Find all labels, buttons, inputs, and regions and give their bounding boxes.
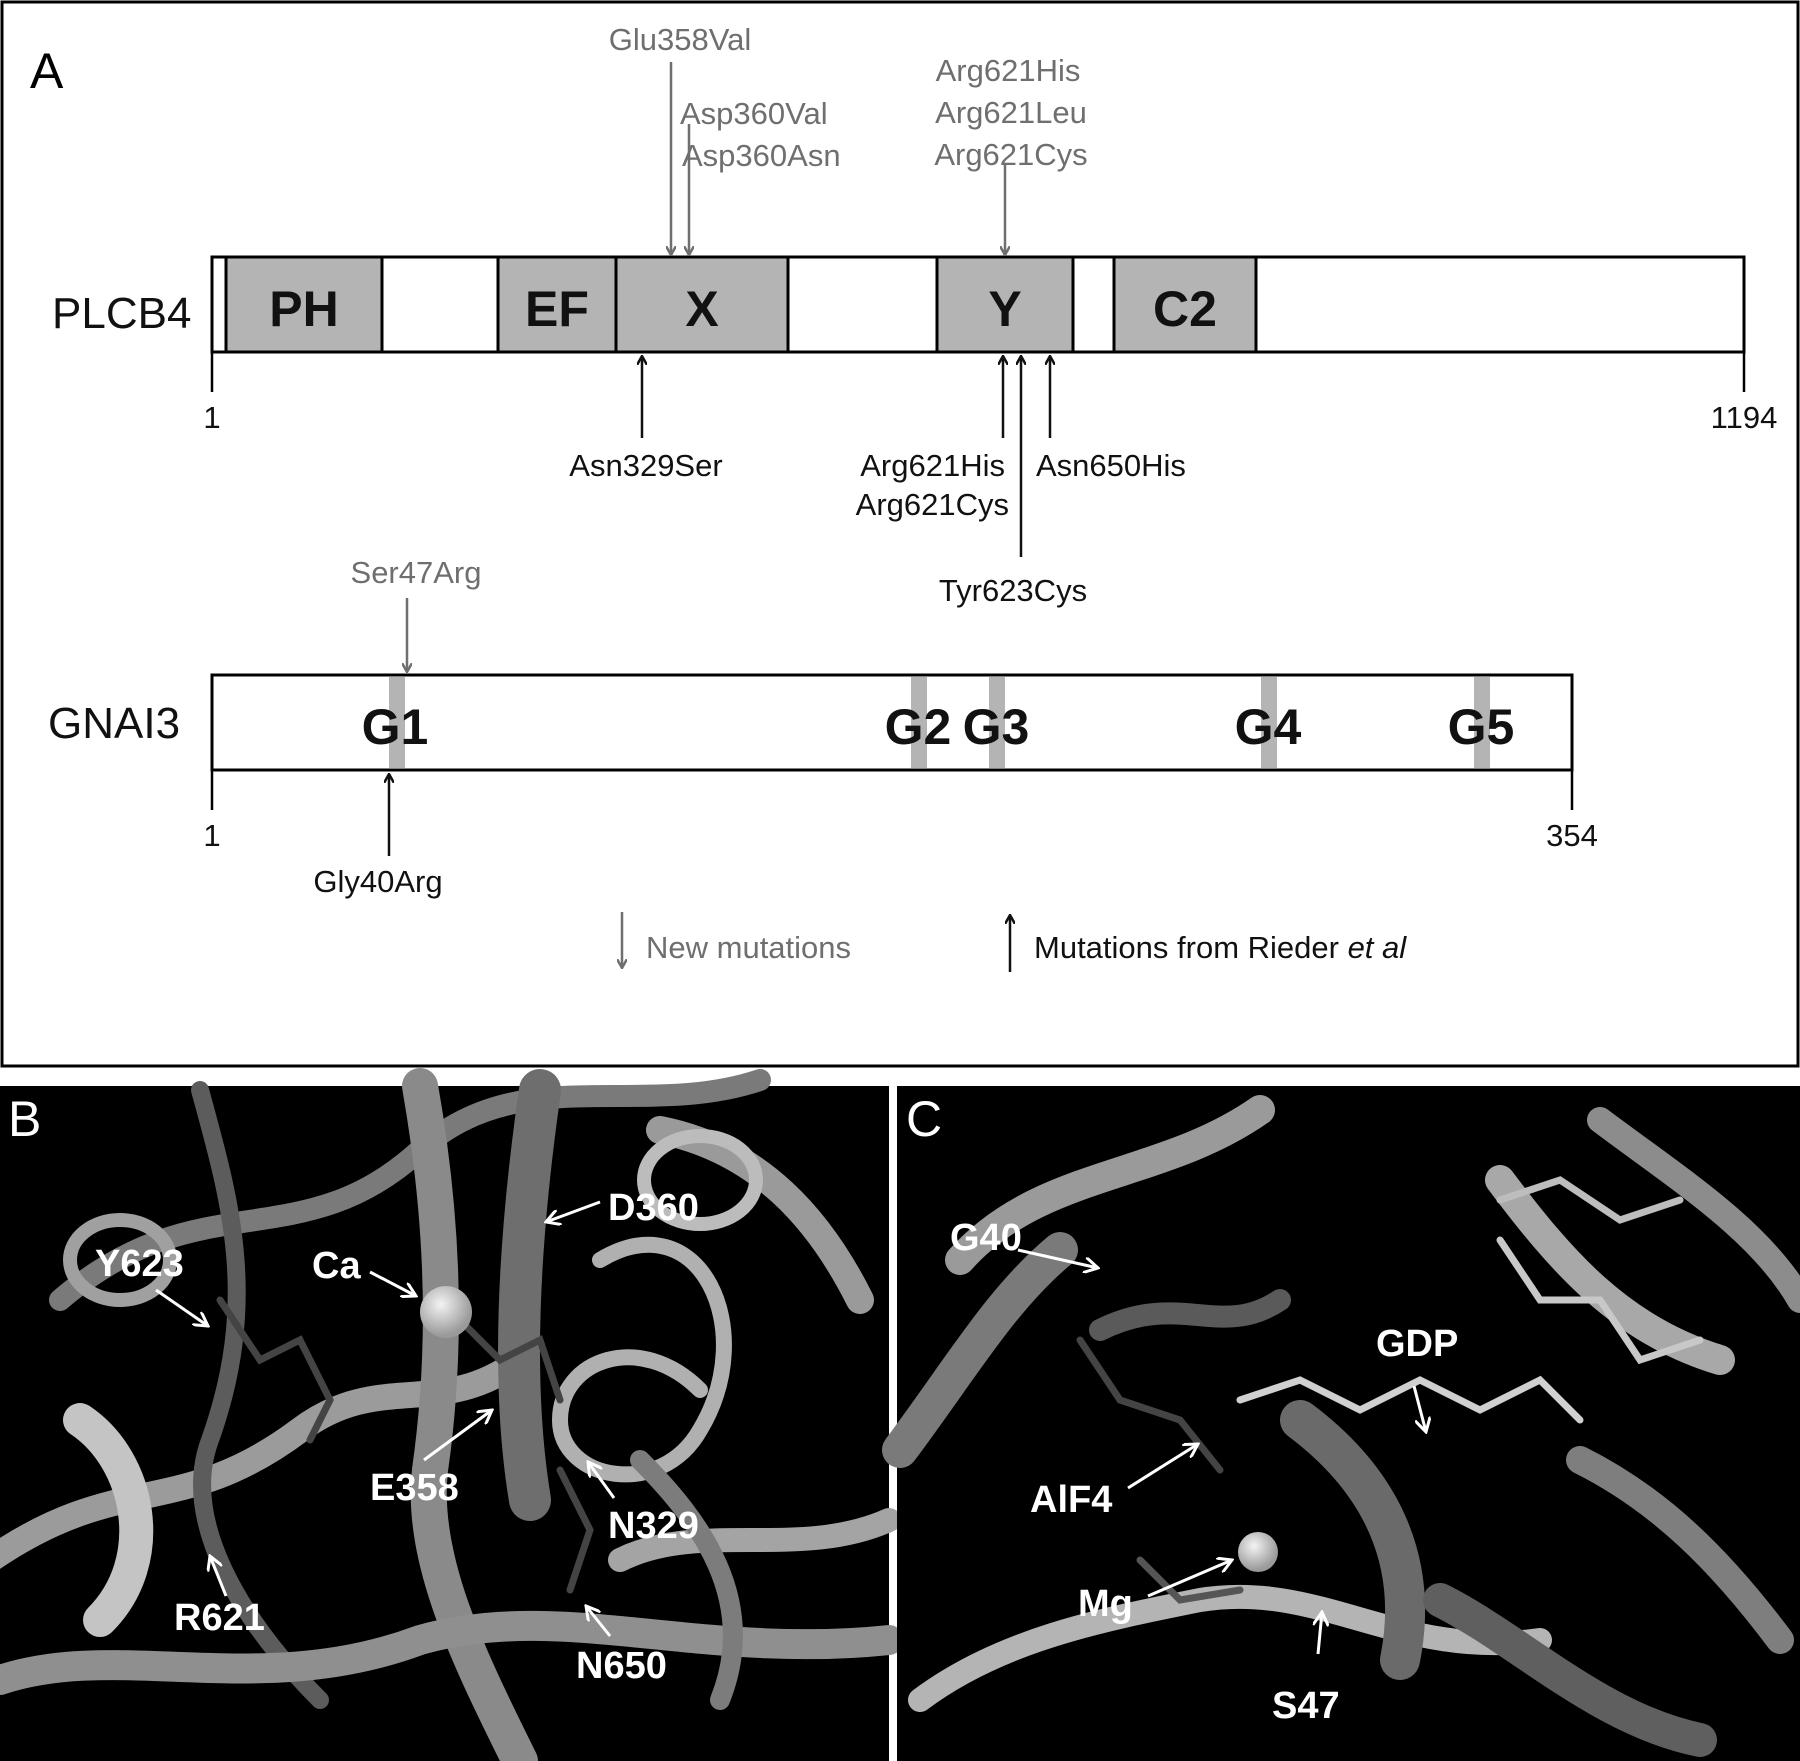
domain-x-box xyxy=(614,255,790,354)
domain-y-box xyxy=(935,255,1075,354)
motif-g5-label: G5 xyxy=(1448,699,1515,755)
label-n650: N650 xyxy=(576,1645,667,1687)
panel-a-letter: A xyxy=(30,43,64,99)
pointer-alf4 xyxy=(1127,1444,1198,1490)
label-y623: Y623 xyxy=(95,1243,184,1285)
motif-g1-label: G1 xyxy=(362,699,429,755)
pointer-d360 xyxy=(546,1200,601,1222)
pointer-e358 xyxy=(423,1410,492,1462)
mut-arg621cys-rieder: Arg621Cys xyxy=(856,487,1009,522)
panel-b-letter: B xyxy=(8,1091,41,1147)
gnai3-gene-label: GNAI3 xyxy=(48,699,180,748)
plcb4-map: PLCB4 PH EF X Y C2 1 1194 Glu358Val Asp3… xyxy=(52,22,1777,608)
plcb4-end-label: 1194 xyxy=(1711,400,1778,435)
mut-asp360val: Asp360Val xyxy=(680,96,828,131)
label-gdp: GDP xyxy=(1376,1323,1458,1365)
mut-arg621his-new: Arg621His xyxy=(936,53,1081,88)
motif-g3-label: G3 xyxy=(963,699,1030,755)
plcb4-start-label: 1 xyxy=(203,400,220,435)
domain-y-label: Y xyxy=(988,281,1021,337)
panel-c-background xyxy=(897,1086,1800,1761)
mut-glu358val: Glu358Val xyxy=(609,22,751,57)
motif-g5-stripe xyxy=(1474,677,1490,768)
label-ca: Ca xyxy=(312,1245,361,1287)
label-r621: R621 xyxy=(174,1597,265,1639)
gnai3-end-label: 354 xyxy=(1546,818,1598,853)
panel-a-border xyxy=(0,0,1800,1068)
label-s47: S47 xyxy=(1272,1685,1340,1727)
domain-ef-label: EF xyxy=(525,281,589,337)
mut-tyr623cys: Tyr623Cys xyxy=(939,573,1087,608)
domain-ph-label: PH xyxy=(269,281,338,337)
mut-arg621cys-new: Arg621Cys xyxy=(934,137,1087,172)
motif-g4-stripe xyxy=(1261,677,1277,768)
motif-g1-stripe xyxy=(389,677,405,768)
panel-b: B D360 Y623 Ca E358 N329 R621 N650 xyxy=(0,1068,904,1761)
panel-c-structure-render xyxy=(882,1095,1800,1757)
panel-b-structure-render xyxy=(0,1068,904,1761)
domain-c2-box xyxy=(1112,255,1258,354)
pointer-n329 xyxy=(588,1462,616,1499)
mut-arg621his-rieder: Arg621His xyxy=(860,448,1005,483)
label-n329: N329 xyxy=(608,1505,699,1547)
motif-g2-label: G2 xyxy=(885,699,952,755)
label-d360: D360 xyxy=(608,1187,699,1229)
pointer-n650 xyxy=(586,1606,612,1637)
motif-g4-label: G4 xyxy=(1235,699,1302,755)
pointer-r621 xyxy=(210,1556,228,1597)
pointer-gdp xyxy=(1412,1385,1426,1432)
label-e358: E358 xyxy=(370,1467,459,1509)
panel-c-letter: C xyxy=(906,1091,942,1147)
pointer-s47 xyxy=(1318,1612,1322,1655)
mut-arg621leu-new: Arg621Leu xyxy=(935,95,1087,130)
panel-c: C G40 GDP AlF4 Mg S47 xyxy=(882,1086,1800,1761)
pointer-y623 xyxy=(155,1288,208,1326)
motif-g3-stripe xyxy=(989,677,1005,768)
label-mg: Mg xyxy=(1078,1583,1133,1625)
mut-asn329ser: Asn329Ser xyxy=(569,448,722,483)
pointer-g40 xyxy=(1017,1248,1098,1268)
motif-g2-stripe xyxy=(911,677,927,768)
pointer-mg xyxy=(1147,1560,1232,1598)
pointer-ca xyxy=(369,1270,416,1296)
legend: New mutations Mutations from Rieder et a… xyxy=(622,912,1407,972)
domain-x-label: X xyxy=(685,281,718,337)
mut-ser47arg: Ser47Arg xyxy=(351,555,482,590)
mut-asn650his: Asn650His xyxy=(1036,448,1186,483)
domain-c2-label: C2 xyxy=(1153,281,1217,337)
label-g40: G40 xyxy=(950,1217,1022,1259)
label-alf4: AlF4 xyxy=(1030,1479,1112,1521)
domain-ph-box xyxy=(224,255,384,354)
domain-ef-box xyxy=(496,255,618,354)
plcb4-gene-label: PLCB4 xyxy=(52,289,191,338)
panel-a: A PLCB4 PH EF X Y C2 1 1194 Glu358Val xyxy=(0,0,1800,1068)
legend-new-label: New mutations xyxy=(646,930,851,965)
gnai3-bar xyxy=(210,673,1574,772)
legend-rieder-label: Mutations from Rieder et al xyxy=(1034,930,1407,965)
mut-asp360asn: Asp360Asn xyxy=(682,138,841,173)
mut-gly40arg: Gly40Arg xyxy=(313,864,442,899)
gnai3-map: GNAI3 G1 G2 G3 G4 G5 1 354 Ser47Arg Gly4… xyxy=(48,555,1598,899)
gnai3-start-label: 1 xyxy=(203,818,220,853)
